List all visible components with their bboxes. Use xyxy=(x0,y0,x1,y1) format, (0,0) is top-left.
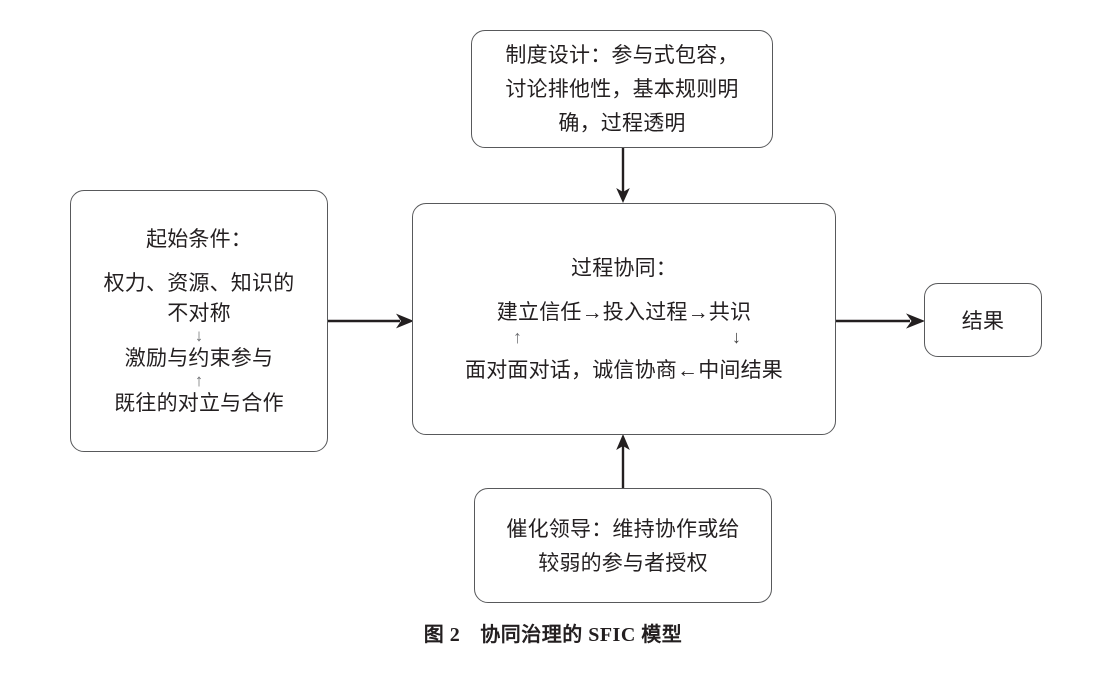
institutional-design-line-1: 制度设计：参与式包容， xyxy=(505,43,739,67)
figure-caption: 图 2 协同治理的 SFIC 模型 xyxy=(0,618,1106,647)
starting-conditions-title: 起始条件： xyxy=(146,227,252,251)
node-outcome[interactable]: 结果 xyxy=(924,283,1042,357)
outcome-label: 结果 xyxy=(961,309,1005,333)
starting-conditions-bottom: 既往的对立与合作 xyxy=(114,391,284,415)
node-institutional-design[interactable]: 制度设计：参与式包容， 讨论排他性，基本规则明 确，过程透明 xyxy=(471,30,773,148)
cycle-bottom-row: 面对面对话，诚信协商←中间结果 xyxy=(465,358,783,382)
node-collaborative-process[interactable]: 过程协同： 建立信任→投入过程→共识 ↑ ↓ 面对面对话，诚信协商←中间结果 xyxy=(412,203,836,435)
arrow-down-icon: ↓ xyxy=(194,326,204,345)
arrow-up-icon: ↑ xyxy=(194,371,204,390)
connector-process-to-outcome xyxy=(834,311,932,331)
cycle-top-row: 建立信任→投入过程→共识 xyxy=(496,300,752,324)
starting-conditions-content: 起始条件： 权力、资源、知识的 不对称 ↓ 激励与约束参与 ↑ 既往的对立与合作 xyxy=(104,224,295,418)
cycle-middle-arrows: ↑ ↓ xyxy=(465,327,783,355)
starting-conditions-middle: 激励与约束参与 xyxy=(124,346,274,370)
collaborative-process-title: 过程协同： xyxy=(571,256,677,280)
arrow-up-icon: ↑ xyxy=(513,327,522,347)
connector-starting-conditions-to-process xyxy=(326,311,422,331)
node-starting-conditions[interactable]: 起始条件： 权力、资源、知识的 不对称 ↓ 激励与约束参与 ↑ 既往的对立与合作 xyxy=(70,190,328,452)
figure-caption-title: 协同治理的 SFIC 模型 xyxy=(480,624,683,646)
connector-catalytic-leadership-to-process xyxy=(614,430,632,492)
arrow-down-icon: ↓ xyxy=(732,327,741,347)
catalytic-leadership-line-1: 催化领导：维持协作或给 xyxy=(506,516,740,541)
institutional-design-line-2: 讨论排他性，基本规则明 xyxy=(505,77,739,101)
collaborative-process-cycle: 建立信任→投入过程→共识 ↑ ↓ 面对面对话，诚信协商←中间结果 xyxy=(465,297,783,385)
connector-institutional-design-to-process xyxy=(614,146,632,206)
collaborative-process-content: 过程协同： 建立信任→投入过程→共识 ↑ ↓ 面对面对话，诚信协商←中间结果 xyxy=(465,253,783,385)
figure-caption-label: 图 2 xyxy=(423,624,461,646)
institutional-design-line-3: 确，过程透明 xyxy=(558,111,686,135)
node-catalytic-leadership[interactable]: 催化领导：维持协作或给 较弱的参与者授权 xyxy=(474,488,772,603)
catalytic-leadership-line-2: 较弱的参与者授权 xyxy=(538,550,708,575)
starting-conditions-line-2: 不对称 xyxy=(167,301,231,325)
starting-conditions-line-1: 权力、资源、知识的 xyxy=(103,271,295,295)
